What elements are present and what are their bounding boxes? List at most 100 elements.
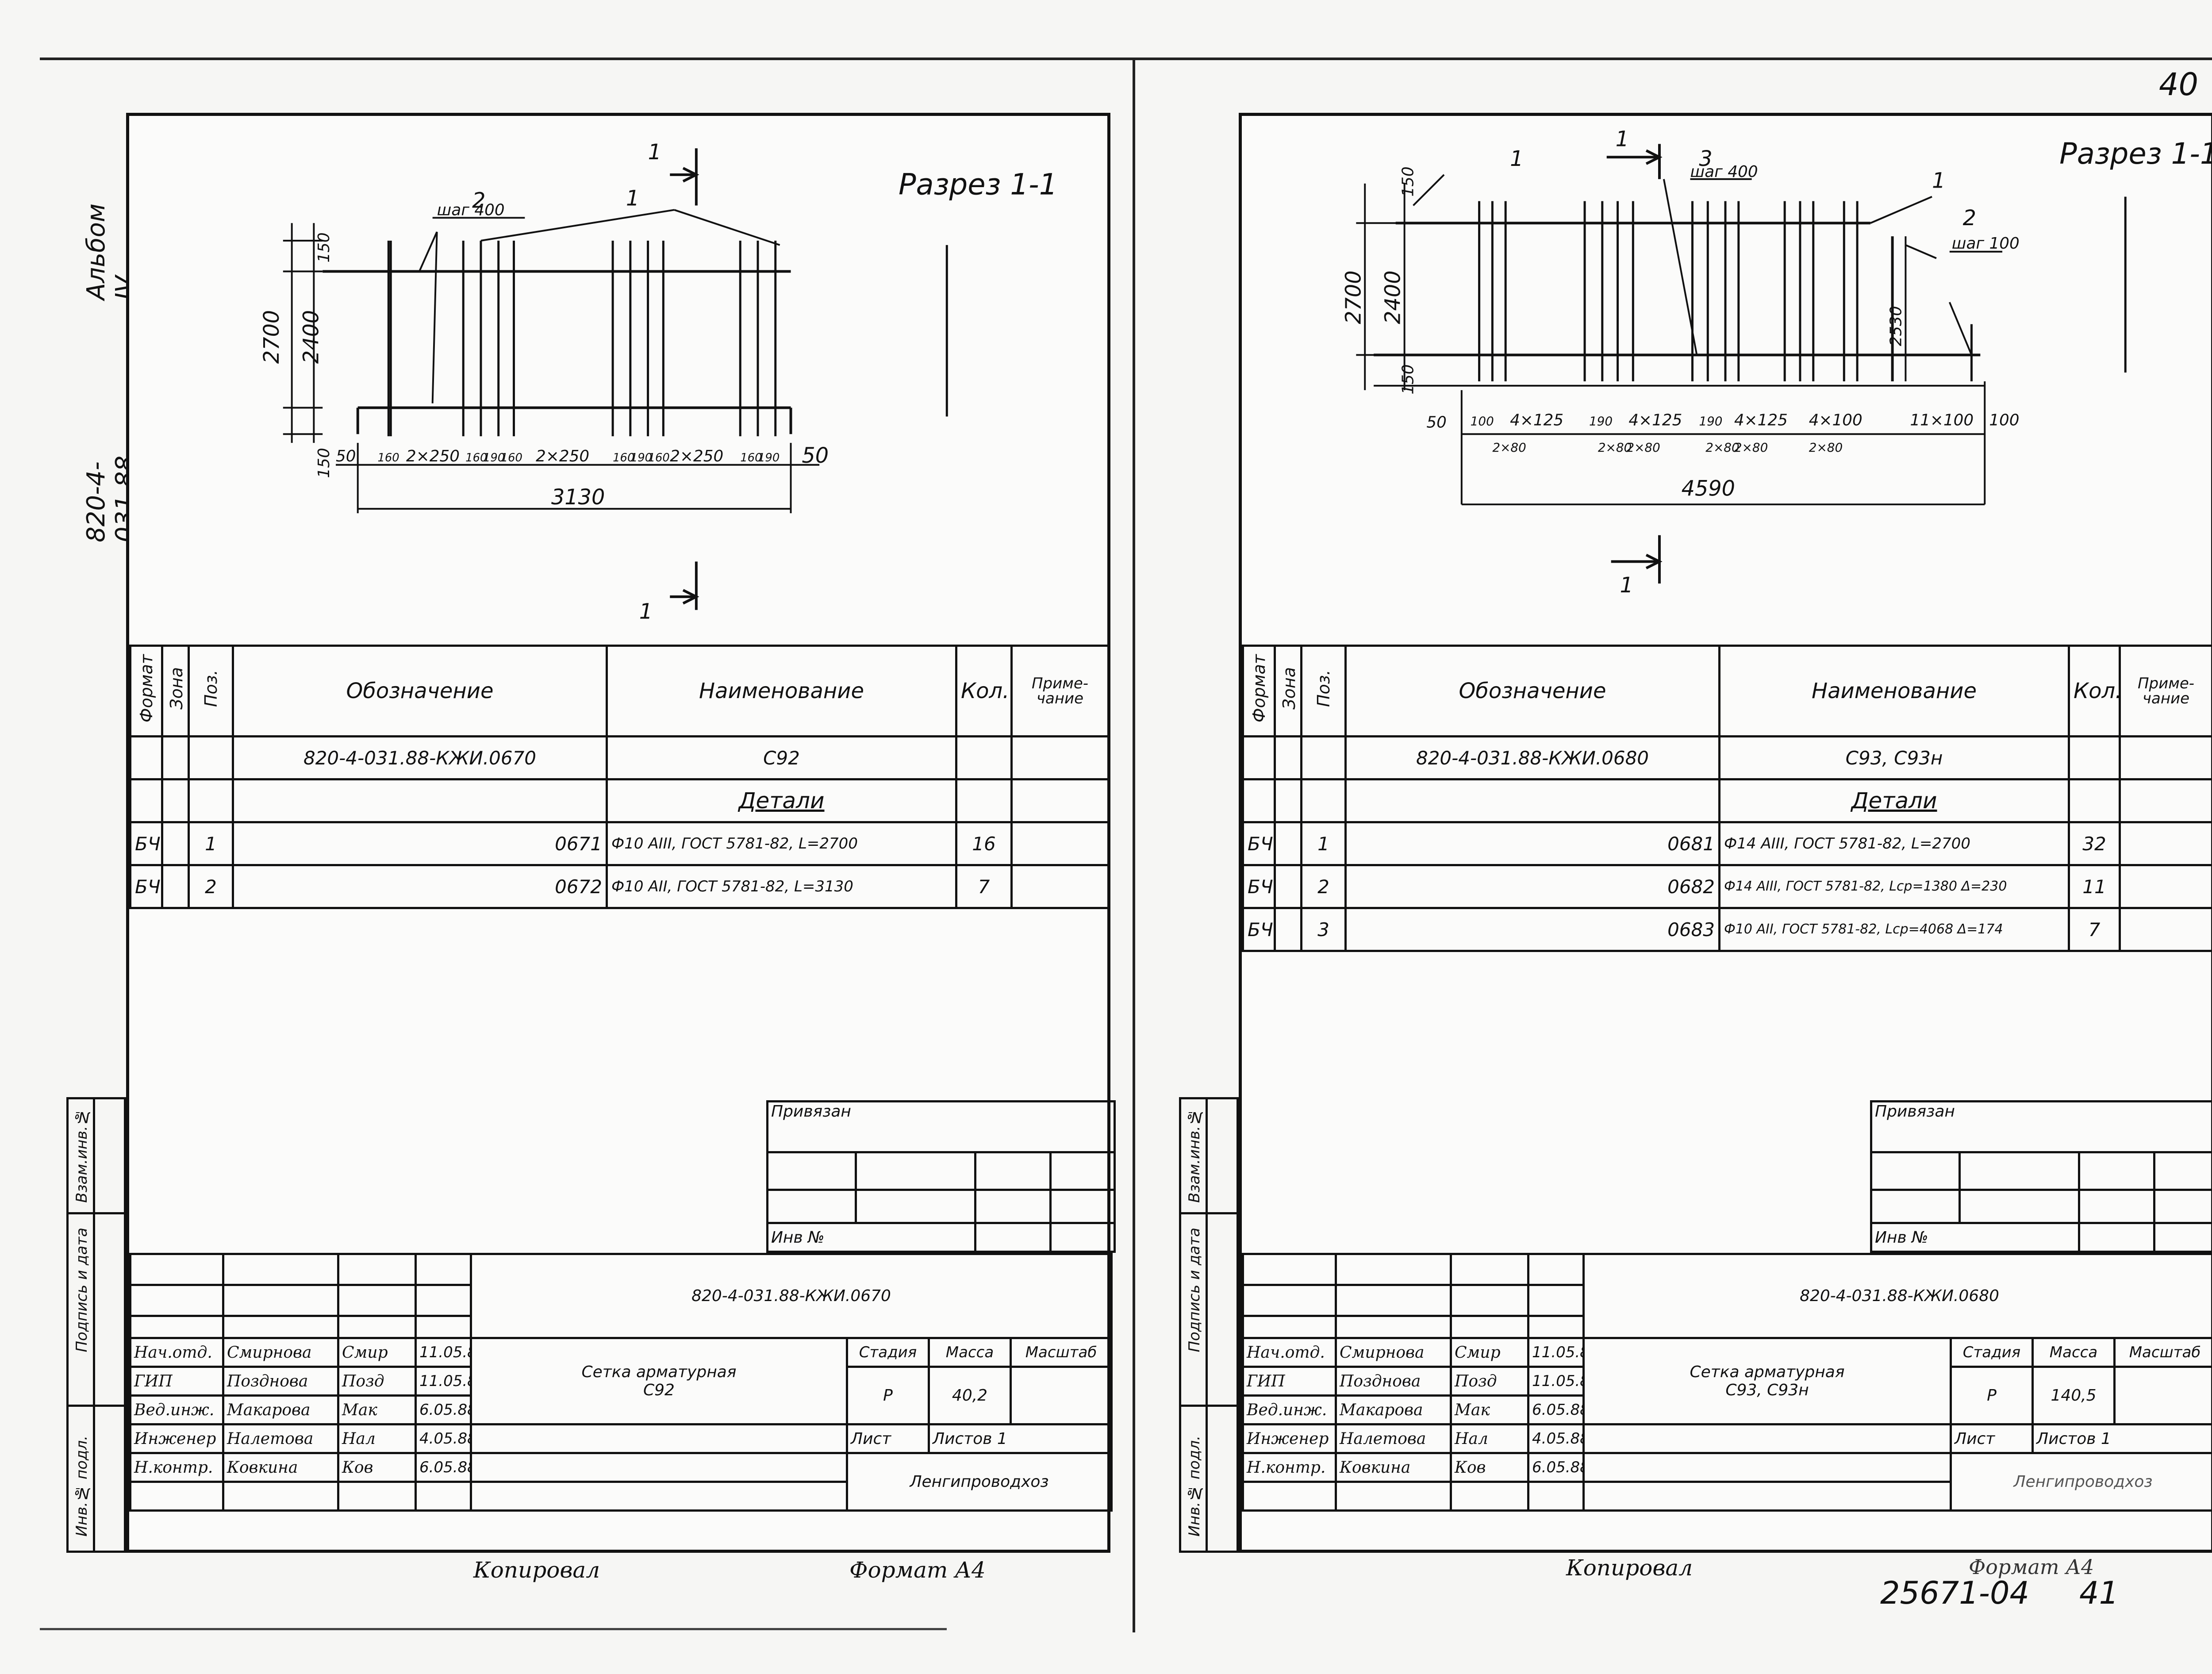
- right-section-title: Разрез 1-1: [2059, 137, 2211, 171]
- left-sheet: 1 1 Разрез 1-1 2 1 шаг 400 150 2700 2400…: [126, 113, 1116, 1553]
- left-section-drawing: 1 1 Разрез 1-1 2 1 шаг 400 150 2700 2400…: [129, 116, 1107, 642]
- right-margin-inv: Инв.№ подл.: [1186, 1436, 1203, 1537]
- right-section-mark-top: 1: [1616, 127, 1629, 151]
- right-dim-h-2: 4×125: [1510, 411, 1563, 429]
- left-dim-h-7: 160: [613, 451, 634, 465]
- left-rebar-mesh-section: 1 1 Разрез 1-1 2 1 шаг 400 150 2700 2400…: [260, 140, 1058, 624]
- right-col-name: Наименование: [1718, 645, 2070, 737]
- left-stage: Р: [846, 1366, 930, 1425]
- left-dim-v-150-top: 150: [315, 232, 333, 262]
- left-margin-vzam: Взам.инв.№: [73, 1108, 91, 1203]
- left-step-label: шаг 400: [437, 201, 505, 219]
- left-privyazan-label: Привязан: [766, 1100, 1116, 1153]
- right-pos3-label: 3: [1699, 147, 1712, 171]
- right-dim-lower-3: 2×80: [1705, 440, 1739, 455]
- top-trim-line: [40, 58, 2212, 60]
- right-dim-v-2530: 2530: [1887, 306, 1905, 346]
- right-col-format: Формат: [1249, 654, 1269, 723]
- right-spec-header-row: Формат Зона Поз. Обозначение Наименовани…: [1242, 645, 2212, 737]
- left-overall-width: 3130: [551, 485, 605, 510]
- left-col-qty: Кол.: [955, 645, 1013, 737]
- left-margin-podpis: Подпись и дата: [73, 1228, 91, 1352]
- left-org: Ленгипроводхоз: [845, 1452, 1113, 1512]
- right-dim-v-150-top: 150: [1399, 166, 1417, 196]
- right-dim-v-2400: 2400: [1381, 270, 1406, 324]
- left-col-pos: Поз.: [201, 669, 221, 707]
- left-dim-v-2400: 2400: [299, 310, 323, 364]
- right-pos2-label: 2: [1963, 206, 1976, 230]
- right-margin-strip: Взам.инв.№ Подпись и дата Инв.№ подл.: [1179, 1097, 1239, 1553]
- top-right-page-number: 40: [2159, 66, 2199, 103]
- left-col-name: Наименование: [606, 645, 957, 737]
- left-dim-h-9: 160: [648, 451, 670, 465]
- left-format-label: Формат А4: [849, 1557, 986, 1583]
- bottom-trim-line: [40, 1628, 947, 1630]
- center-divider: [1133, 58, 1135, 1632]
- right-dim-h-6: 4×125: [1734, 411, 1788, 429]
- right-section-mark-bottom: 1: [1620, 573, 1633, 598]
- left-dim-h-1: 160: [377, 451, 399, 465]
- left-mass: 40,2: [928, 1366, 1012, 1425]
- right-title-code: 820-4-031.88-КЖИ.0680: [1582, 1253, 2212, 1339]
- left-col-format: Формат: [136, 654, 156, 723]
- right-mass: 140,5: [2032, 1366, 2116, 1425]
- right-dim-v-2700: 2700: [1341, 270, 1366, 324]
- right-dim-lower-0: 2×80: [1492, 440, 1526, 455]
- left-spec-table: Формат Зона Поз. Обозначение Наименовани…: [129, 645, 1110, 909]
- right-inv-no-label: Инв №: [1870, 1222, 2080, 1253]
- right-dim-lower-1: 2×80: [1598, 440, 1632, 455]
- right-dim-v-150-bottom: 150: [1399, 365, 1417, 395]
- right-col-zone: Зона: [1279, 667, 1299, 710]
- left-section-mark-top: 1: [648, 140, 661, 165]
- right-dim-h-4: 4×125: [1628, 411, 1682, 429]
- left-col-designation: Обозначение: [232, 645, 608, 737]
- right-col-qty: Кол.: [2068, 645, 2121, 737]
- right-stage: Р: [1950, 1366, 2034, 1425]
- left-dim-h-2: 2×250: [406, 447, 460, 465]
- right-col-designation: Обозначение: [1344, 645, 1720, 737]
- left-dim-h-6: 2×250: [536, 447, 589, 465]
- bottom-archive-code: 25671-04: [1880, 1575, 2030, 1611]
- left-title-code: 820-4-031.88-КЖИ.0670: [469, 1253, 1113, 1339]
- left-section-title: Разрез 1-1: [899, 168, 1057, 202]
- left-dim-h-0: 50: [336, 447, 356, 465]
- left-pos2-label: 2: [472, 188, 485, 213]
- right-col-pos: Поз.: [1313, 669, 1333, 707]
- left-privyazan-block: Привязан Инв №: [766, 1100, 1116, 1253]
- right-dim-h-9: 100: [1989, 411, 2019, 429]
- right-dim-h-5: 190: [1699, 414, 1722, 428]
- right-margin-vzam: Взам.инв.№: [1186, 1108, 1203, 1203]
- right-dim-lower-4: 2×80: [1734, 440, 1768, 455]
- right-dim-h-0: 50: [1426, 413, 1447, 431]
- table-row: Детали: [129, 778, 1110, 823]
- right-pos1-label-left: 1: [1510, 147, 1523, 171]
- left-inv-no-label: Инв №: [766, 1222, 976, 1253]
- left-pos1-label: 1: [626, 186, 639, 211]
- left-dim-v-2700: 2700: [260, 310, 284, 364]
- right-org: Ленгипроводхоз: [1949, 1452, 2212, 1512]
- right-dim-h-3: 190: [1589, 414, 1613, 428]
- right-step100-label: шаг 100: [1952, 234, 2020, 253]
- left-dim-h-5: 160: [501, 451, 522, 465]
- left-dim-h-11: 160: [740, 451, 762, 465]
- right-rebar-mesh-section: 1 1 Разрез 1-1 1 3 шаг 400 1 2 шаг 100 1…: [1341, 127, 2211, 598]
- right-margin-podpis: Подпись и дата: [1186, 1228, 1203, 1352]
- left-margin-strip: Взам.инв.№ Подпись и дата Инв.№ подл.: [66, 1097, 126, 1553]
- left-spec-header-row: Формат Зона Поз. Обозначение Наименовани…: [129, 645, 1110, 737]
- right-privyazan-block: Привязан Инв №: [1870, 1100, 2212, 1253]
- right-dim-lower-2: 2×80: [1626, 440, 1660, 455]
- right-overall-width: 4590: [1682, 476, 1735, 501]
- right-dim-h-7: 4×100: [1809, 411, 1863, 429]
- left-section-mark-bottom: 1: [639, 600, 653, 624]
- right-spec-table: Формат Зона Поз. Обозначение Наименовани…: [1242, 645, 2212, 952]
